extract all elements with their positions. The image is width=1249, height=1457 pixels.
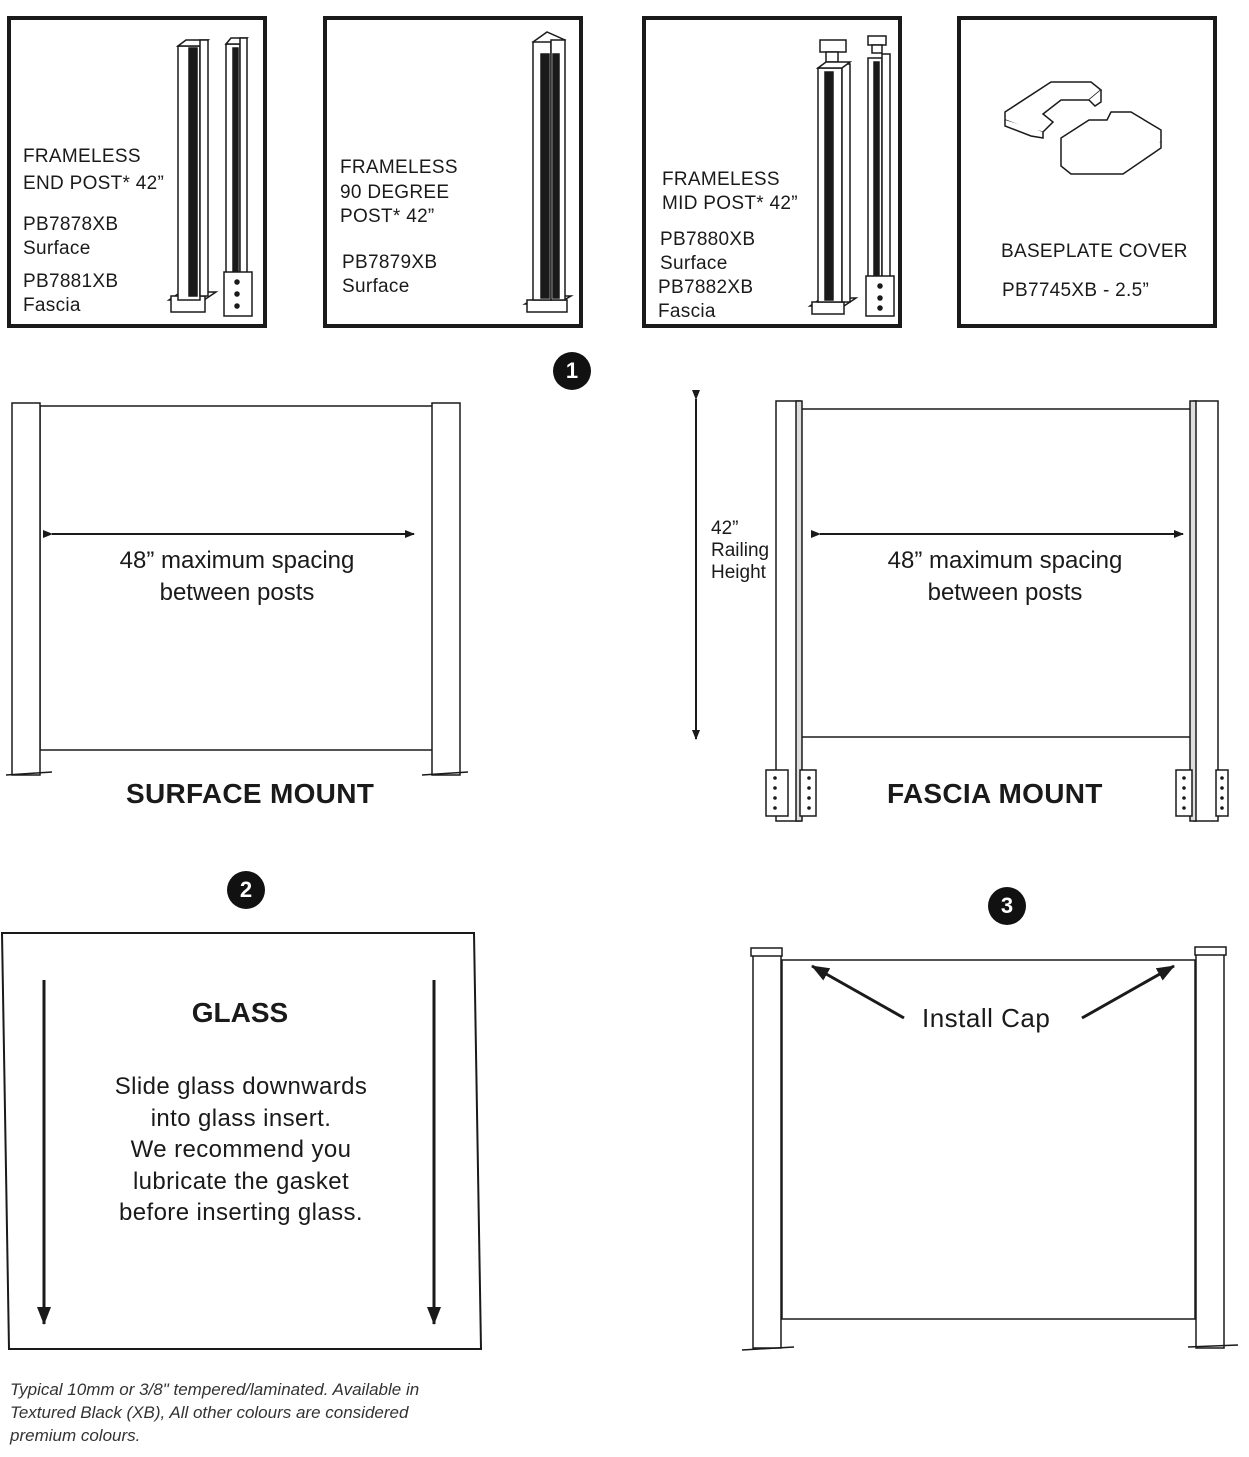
surface-mount-title: SURFACE MOUNT	[126, 778, 375, 809]
glass-footnote-line-2: Textured Black (XB), All other colours a…	[10, 1403, 409, 1422]
glass-instructions-line-1: Slide glass downwards	[114, 1073, 368, 1100]
step-2-badge: 2	[227, 871, 265, 909]
surface-spacing-line-2: between posts	[159, 579, 315, 606]
railing-height-line-3: Height	[711, 562, 766, 583]
install-cap-label: Install Cap	[922, 1003, 1051, 1033]
glass-instructions-line-3: We recommend you	[130, 1136, 352, 1163]
corner-post-illustration	[522, 31, 574, 313]
glass-panel	[0, 932, 483, 1350]
product-mount-surface: Surface	[342, 276, 410, 297]
install-cap-diagram	[741, 946, 1239, 1351]
step-1-badge: 1	[553, 352, 591, 390]
baseplate-cover-illustration	[1004, 81, 1162, 175]
surface-spacing-line-1: 48” maximum spacing	[119, 547, 355, 574]
product-card-90-degree-post: FRAMELESS 90 DEGREE POST* 42” PB7879XB S…	[323, 16, 583, 328]
glass-footnote-line-3: premium colours.	[10, 1426, 141, 1445]
product-name-line-1: BASEPLATE COVER	[1001, 241, 1188, 262]
product-name-line-3: POST* 42”	[340, 206, 435, 227]
fascia-mount-title: FASCIA MOUNT	[887, 778, 1103, 809]
fascia-spacing-line-2: between posts	[927, 579, 1083, 606]
product-name-line-1: FRAMELESS	[340, 157, 458, 178]
railing-height-label: 42” Railing Height	[711, 518, 769, 584]
step-3-badge: 3	[988, 887, 1026, 925]
product-name-line-1: FRAMELESS	[662, 169, 780, 190]
product-card-mid-post: FRAMELESS MID POST* 42” PB7880XB Surface…	[642, 16, 902, 328]
railing-height-line-1: 42”	[711, 518, 739, 539]
surface-mount-diagram	[5, 402, 469, 776]
fascia-spacing-line-1: 48” maximum spacing	[887, 547, 1123, 574]
product-name-line-1: FRAMELESS	[23, 146, 141, 167]
glass-instructions: Slide glass downwards into glass insert.…	[70, 1071, 412, 1229]
cap-arrow-right	[1081, 964, 1175, 1020]
glass-instructions-line-4: lubricate the gasket	[132, 1167, 350, 1195]
glass-footnote: Typical 10mm or 3/8" tempered/laminated.…	[10, 1378, 490, 1447]
product-mount-fascia: Fascia	[658, 301, 716, 322]
product-card-end-post: FRAMELESS END POST* 42” PB7878XB Surface…	[7, 16, 267, 328]
fascia-spacing-label: 48” maximum spacing between posts	[848, 545, 1162, 609]
glass-footnote-line-1: Typical 10mm or 3/8" tempered/laminated.…	[10, 1380, 420, 1399]
glass-instructions-line-5: before inserting glass.	[119, 1199, 363, 1226]
surface-spacing-label: 48” maximum spacing between posts	[80, 545, 394, 609]
product-sku-surface: PB7878XB	[23, 214, 119, 235]
fascia-mount-diagram	[765, 400, 1229, 822]
end-post-illustration	[166, 37, 253, 317]
product-sku-surface: PB7880XB	[660, 229, 756, 250]
product-mount-fascia: Fascia	[23, 295, 81, 316]
cap-arrow-left	[811, 964, 905, 1020]
product-mount-surface: Surface	[660, 253, 728, 274]
product-sku: PB7745XB - 2.5”	[1002, 280, 1150, 301]
product-sku-surface: PB7879XB	[342, 252, 438, 273]
product-sku-fascia: PB7881XB	[23, 271, 119, 292]
product-mount-surface: Surface	[23, 238, 91, 259]
product-name-line-2: 90 DEGREE	[340, 182, 450, 203]
product-sku-fascia: PB7882XB	[658, 277, 754, 298]
product-name-line-2: END POST* 42”	[23, 173, 165, 194]
fascia-bracket-bolts	[773, 776, 1224, 810]
glass-instructions-line-2: into glass insert.	[150, 1104, 332, 1132]
glass-title: GLASS	[191, 997, 289, 1028]
product-card-baseplate-cover: BASEPLATE COVER PB7745XB - 2.5”	[957, 16, 1217, 328]
product-name-line-2: MID POST* 42”	[662, 193, 798, 214]
railing-height-line-2: Railing	[711, 540, 770, 561]
mid-post-illustration	[807, 35, 895, 317]
